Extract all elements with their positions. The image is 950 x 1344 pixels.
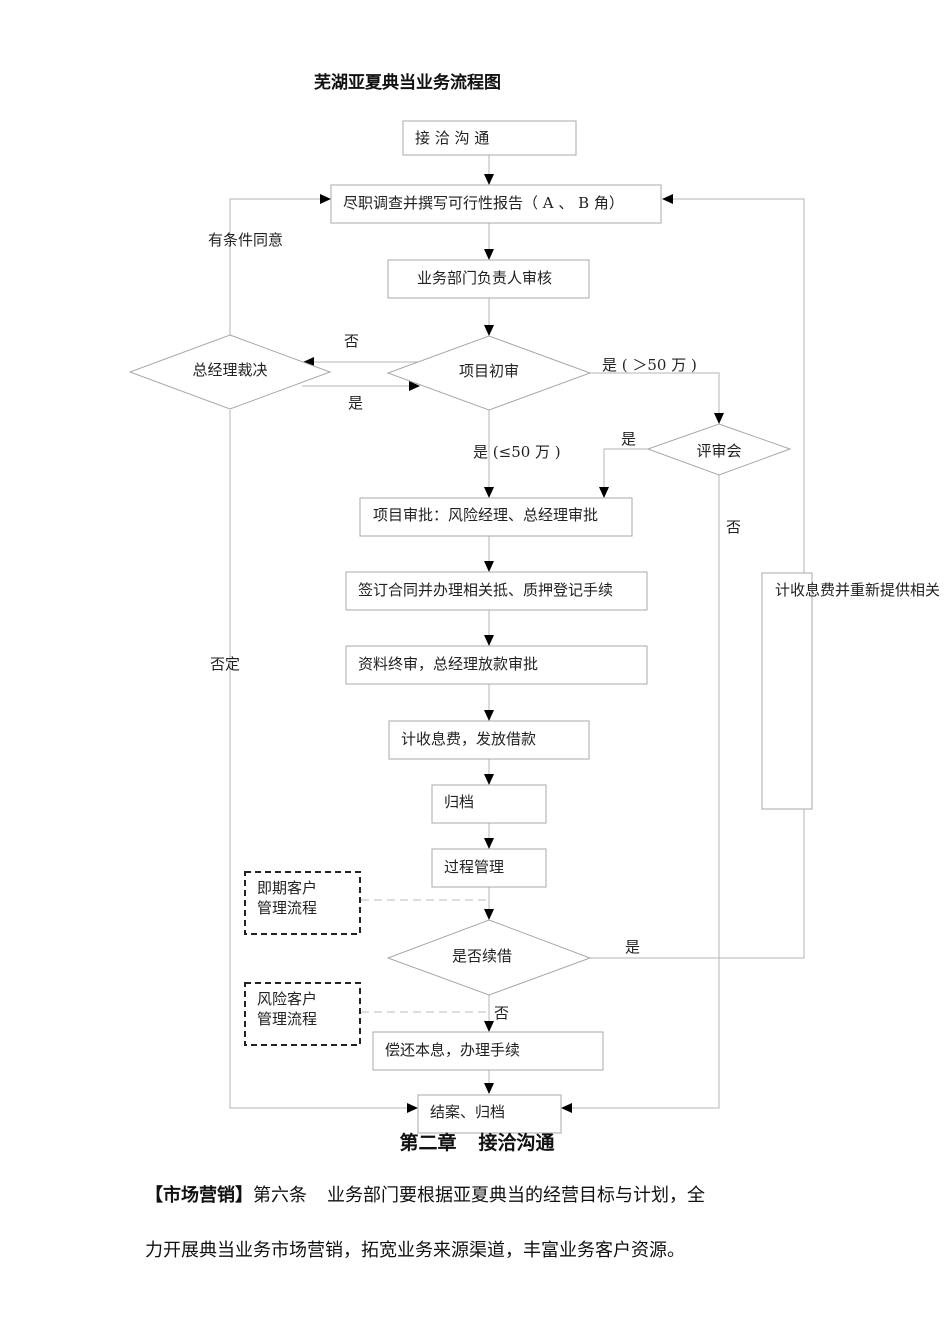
chapter-heading: 第二章接洽沟通 (0, 1128, 950, 1155)
node-renew-box: 计收息费并重新提供相关 (761, 572, 940, 810)
arrow-down-icon (484, 487, 494, 498)
arrow-left-icon (561, 1103, 572, 1113)
label-yes-from-gm: 是 (348, 394, 363, 412)
label-meeting-yes: 是 (621, 430, 636, 448)
decision-renew: 是否续借 (386, 919, 592, 996)
article-tag: 【市场营销】 (145, 1185, 253, 1206)
node-due-diligence: 尽职调查并撰写可行性报告（ A 、 B 角） (330, 184, 662, 224)
node-dept-review-label: 业务部门负责人审核 (417, 269, 552, 287)
node-project-approval: 项目审批：风险经理、总经理审批 (359, 497, 633, 537)
node-due-client-flow-line2: 管理流程 (257, 899, 317, 917)
chapter-number: 第二章 (399, 1132, 457, 1154)
label-renew-yes: 是 (625, 938, 640, 956)
arrow-down-icon (484, 325, 494, 336)
article-number: 第六条 (253, 1185, 307, 1206)
arrow-down-icon (484, 1021, 494, 1032)
arrow-down-icon (484, 635, 494, 646)
article-text-line2: 力开展典当业务市场营销，拓宽业务来源渠道，丰富业务客户资源。 (145, 1240, 685, 1261)
connector-box-to-dd (670, 198, 805, 573)
connector-gm-to-dd (229, 198, 323, 335)
node-disburse: 计收息费，发放借款 (388, 720, 590, 760)
node-due-diligence-label: 尽职调查并撰写可行性报告（ A 、 B 角） (343, 194, 624, 212)
node-disburse-label: 计收息费，发放借款 (401, 730, 536, 748)
decision-review-meeting-label: 评审会 (696, 442, 741, 460)
node-repay-label: 偿还本息，办理手续 (385, 1041, 520, 1059)
node-archive: 归档 (431, 784, 547, 824)
node-sign-contract: 签订合同并办理相关抵、质押登记手续 (345, 571, 648, 611)
connectors (229, 155, 805, 1109)
node-due-client-flow: 即期客户 管理流程 (244, 871, 361, 935)
node-project-approval-label: 项目审批：风险经理、总经理审批 (373, 506, 598, 524)
article-text-line1: 业务部门要根据亚夏典当的经营目标与计划，全 (327, 1185, 705, 1206)
node-sign-contract-label: 签订合同并办理相关抵、质押登记手续 (358, 581, 613, 599)
arrow-right-icon (320, 194, 331, 204)
label-yes-le50: 是 (≤50 万 ) (473, 443, 561, 461)
node-risk-client-flow-line2: 管理流程 (257, 1010, 317, 1028)
arrow-down-icon (484, 561, 494, 572)
decision-gm: 总经理裁决 (128, 334, 332, 410)
node-risk-client-flow-line1: 风险客户 (257, 990, 317, 1008)
node-process-mgmt: 过程管理 (431, 848, 547, 888)
label-no-to-gm: 否 (344, 332, 359, 350)
connector-meeting-to-close (569, 475, 720, 1109)
node-process-mgmt-label: 过程管理 (444, 858, 504, 876)
node-archive-label: 归档 (444, 793, 474, 811)
connector-initial-to-meeting (590, 372, 720, 418)
arrow-right-icon (409, 381, 420, 391)
decision-initial-review-label: 项目初审 (459, 362, 519, 380)
arrow-left-icon (303, 357, 314, 367)
arrow-down-icon (484, 909, 494, 920)
article-paragraph-line2: 力开展典当业务市场营销，拓宽业务来源渠道，丰富业务客户资源。 (145, 1236, 825, 1262)
arrow-down-icon (484, 774, 494, 785)
label-renew-no: 否 (494, 1004, 509, 1022)
arrow-down-icon (484, 1083, 494, 1094)
arrow-down-icon (484, 174, 494, 185)
chapter-title: 接洽沟通 (478, 1132, 555, 1154)
node-dept-review: 业务部门负责人审核 (387, 259, 590, 299)
node-repay: 偿还本息，办理手续 (372, 1031, 604, 1071)
node-final-review: 资料终审，总经理放款审批 (345, 645, 648, 685)
node-final-review-label: 资料终审，总经理放款审批 (358, 655, 538, 673)
arrow-down-icon (599, 487, 609, 498)
node-close-case: 结案、归档 (417, 1094, 562, 1134)
node-contact-label: 接 洽 沟 通 (415, 129, 489, 147)
flowchart-title: 芜湖亚夏典当业务流程图 (314, 72, 501, 93)
label-yes-gt50: 是 ( ＞50 万 ) (602, 356, 697, 374)
connector-gm-to-close (229, 410, 410, 1109)
arrowheads (303, 174, 724, 1113)
label-meeting-no: 否 (726, 518, 741, 536)
node-renew-box-label: 计收息费并重新提供相关 (775, 581, 940, 599)
arrow-down-icon (714, 413, 724, 424)
connector-renew-to-box (590, 809, 805, 959)
arrow-left-icon (662, 194, 673, 204)
node-due-client-flow-line1: 即期客户 (257, 879, 317, 897)
decision-gm-label: 总经理裁决 (192, 361, 267, 379)
node-risk-client-flow: 风险客户 管理流程 (244, 982, 361, 1046)
label-conditional-agree: 有条件同意 (208, 231, 283, 249)
arrow-down-icon (484, 249, 494, 260)
node-close-case-label: 结案、归档 (430, 1103, 505, 1121)
node-contact: 接 洽 沟 通 (402, 120, 577, 156)
article-paragraph-line1: 【市场营销】第六条业务部门要根据亚夏典当的经营目标与计划，全 (145, 1181, 825, 1207)
arrow-right-icon (407, 1103, 418, 1113)
arrow-down-icon (484, 710, 494, 721)
decision-initial-review: 项目初审 (386, 335, 592, 411)
decision-renew-label: 是否续借 (452, 947, 512, 965)
label-gm-rejected: 否定 (210, 655, 240, 673)
connector-meeting-to-approval (603, 448, 648, 492)
decision-review-meeting: 评审会 (646, 423, 792, 476)
arrow-down-icon (484, 838, 494, 849)
